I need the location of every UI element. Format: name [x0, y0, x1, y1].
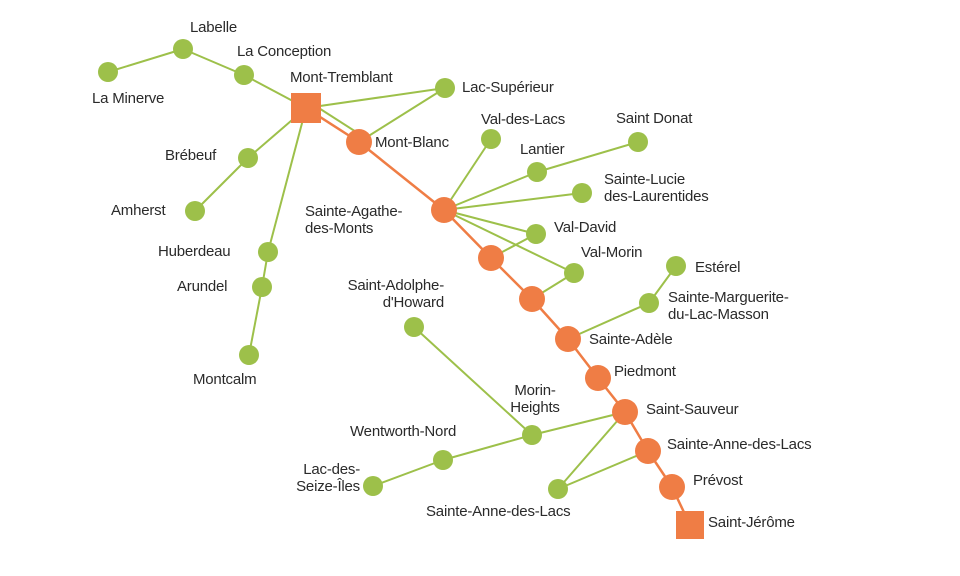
label-wentworth-nord: Wentworth-Nord [350, 423, 457, 440]
branch-stop-lco [234, 65, 254, 85]
label-huberdeau: Huberdeau [158, 243, 231, 260]
branch-stop-sdo [628, 132, 648, 152]
label-prevost: Prévost [693, 472, 743, 489]
branch-stop-vda [526, 224, 546, 244]
main-stop-pre [659, 474, 685, 500]
branch-stop-bre [238, 148, 258, 168]
branch-edge-mt-lsu [305, 87, 446, 109]
branch-edge-smg-sad [567, 302, 650, 340]
label-morin-heights: Morin- Heights [510, 382, 560, 416]
branch-stop-lmi [98, 62, 118, 82]
label-amherst: Amherst [111, 202, 166, 219]
label-la-conception: La Conception [237, 43, 332, 60]
branch-edge-lmi-lab [107, 48, 184, 73]
branch-edge-lsu-mb [358, 87, 446, 143]
branch-stop-lsi [363, 476, 383, 496]
label-mont-tremblant: Mont-Tremblant [290, 69, 393, 86]
label-val-des-lacs: Val-des-Lacs [481, 111, 566, 128]
terminal-saint-jerome [676, 511, 704, 539]
branch-stop-sag [548, 479, 568, 499]
label-sainte-anne-main: Sainte-Anne-des-Lacs [667, 436, 812, 453]
branch-edge-sa-slu [443, 192, 583, 211]
branch-edge-sa-vmo [443, 209, 575, 274]
label-saint-jerome: Saint-Jérôme [708, 514, 795, 531]
label-saint-adolphe: Saint-Adolphe- d'Howard [347, 277, 445, 311]
main-stop-mb [346, 129, 372, 155]
terminal-mont-tremblant [291, 93, 321, 123]
label-sainte-agathe: Sainte-Agathe- des-Monts [305, 203, 403, 237]
label-esterel: Estérel [695, 259, 741, 276]
branch-stop-slu [572, 183, 592, 203]
branch-stop-lan [527, 162, 547, 182]
label-sainte-lucie: Sainte-Lucie des-Laurentides [604, 171, 709, 205]
main-stop-u1 [478, 245, 504, 271]
branch-edge-ss-sag [557, 411, 626, 490]
branch-stop-est [666, 256, 686, 276]
branch-edge-sa-vda [443, 209, 537, 235]
branch-stop-amh [185, 201, 205, 221]
branch-edge-lab-lco [182, 48, 245, 76]
branch-edge-bre-amh [194, 157, 249, 212]
branch-edge-sad2-mh [413, 326, 533, 436]
branch-stop-wn [433, 450, 453, 470]
label-lac-des-seize-iles: Lac-des- Seize-Îles [296, 461, 360, 495]
label-lantier: Lantier [520, 141, 565, 158]
branch-edge-mt-hub [267, 107, 307, 253]
branch-edge-sa-lan [443, 171, 538, 211]
branch-stop-vmo [564, 263, 584, 283]
label-montcalm: Montcalm [193, 371, 257, 388]
label-arundel: Arundel [177, 278, 228, 295]
branch-stop-mon [239, 345, 259, 365]
branch-edge-sag-sal [557, 450, 649, 490]
branch-stop-sad2 [404, 317, 424, 337]
label-lac-superieur: Lac-Supérieur [462, 79, 554, 96]
label-brebeuf: Brébeuf [165, 147, 217, 164]
main-stop-ss [612, 399, 638, 425]
label-la-minerve: La Minerve [92, 90, 165, 107]
branch-stop-aru [252, 277, 272, 297]
branch-stop-smg [639, 293, 659, 313]
branch-stop-lsu [435, 78, 455, 98]
main-stop-pie [585, 365, 611, 391]
branch-stop-lab [173, 39, 193, 59]
main-stop-sal [635, 438, 661, 464]
label-saint-sauveur: Saint-Sauveur [646, 401, 739, 418]
label-labelle: Labelle [190, 19, 237, 36]
main-line-segment [358, 141, 445, 211]
label-piedmont: Piedmont [614, 363, 676, 380]
main-stop-sad [555, 326, 581, 352]
branch-edge-aru-mon [248, 286, 263, 356]
label-mont-blanc: Mont-Blanc [375, 134, 449, 151]
branch-edge-lan-sdo [536, 141, 639, 173]
branch-edge-mh-ss [531, 411, 626, 436]
branch-edge-mh-wn [442, 434, 533, 461]
label-sainte-adele: Sainte-Adèle [589, 331, 673, 348]
label-val-morin: Val-Morin [581, 244, 643, 261]
main-stop-sa [431, 197, 457, 223]
label-sainte-anne-branch: Sainte-Anne-des-Lacs [426, 503, 571, 520]
label-val-david: Val-David [554, 219, 617, 236]
branch-stop-vdl [481, 129, 501, 149]
label-saint-donat: Saint Donat [616, 110, 693, 127]
branch-stop-hub [258, 242, 278, 262]
branch-edge-sa-vdl [443, 138, 492, 211]
label-sainte-marguerite: Sainte-Marguerite- du-Lac-Masson [668, 289, 789, 323]
branch-stop-mh [522, 425, 542, 445]
branch-edge-wn-lsi [372, 459, 444, 487]
main-stop-u2 [519, 286, 545, 312]
